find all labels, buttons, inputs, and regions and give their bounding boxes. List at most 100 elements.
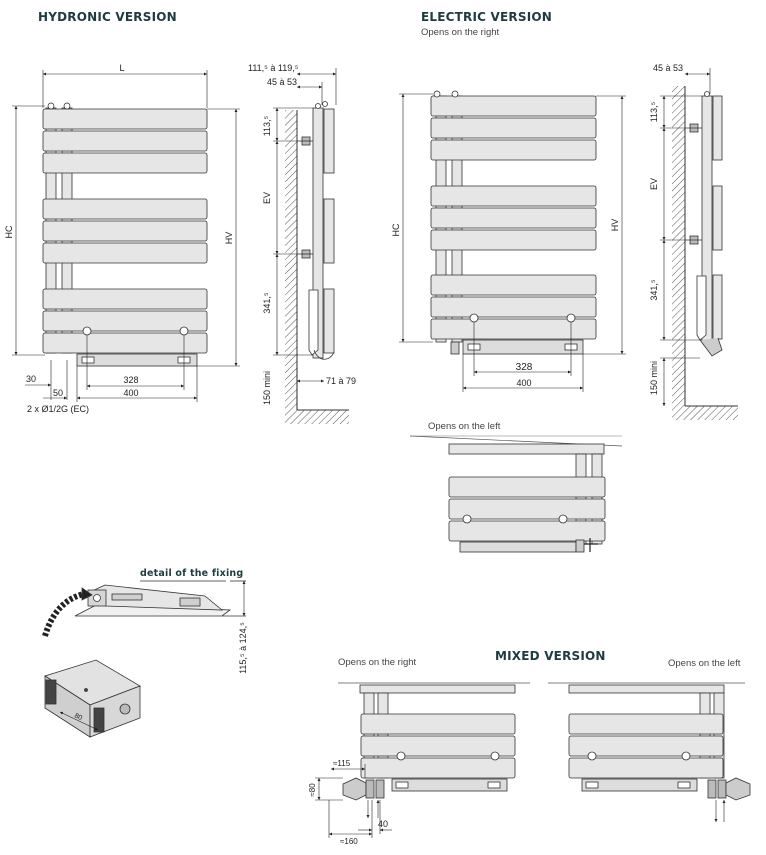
mixed-version-heading: MIXED VERSION	[495, 649, 606, 663]
electric-side-view: 45 à 53 113,⁵ EV 341,⁵ 150 mini	[649, 63, 738, 420]
panel	[430, 274, 597, 296]
mixed-opens-right-caption: Opens on the right	[338, 657, 417, 668]
fixing-point-icon	[558, 514, 568, 524]
panel	[430, 229, 597, 251]
dim-50-label: 50	[53, 388, 63, 398]
dim-71-label: 71 à 79	[326, 376, 356, 386]
panel	[360, 713, 516, 735]
valve-icon	[725, 777, 751, 801]
mixed-left-dimensions	[714, 800, 726, 822]
electric-control-box	[581, 778, 698, 792]
mixed-dim-160-label: ≈160	[340, 837, 358, 846]
electric-dim-341-label: 341,⁵	[649, 279, 659, 301]
fixing-point-icon	[469, 313, 479, 323]
electric-dim-EV-label: EV	[649, 178, 659, 190]
panel	[430, 117, 597, 139]
electric-dim-113-label: 113,⁵	[649, 101, 659, 122]
electric-dim-HV-label: HV	[610, 219, 620, 232]
hydronic-front-view	[42, 102, 208, 367]
valve-icon	[63, 102, 71, 110]
panel	[448, 520, 606, 542]
panel	[42, 198, 208, 220]
panel	[42, 152, 208, 174]
panel-top-edge	[568, 684, 725, 694]
side-panels	[712, 95, 723, 161]
dim-341-label: 341,⁵	[262, 292, 272, 314]
detail-80-label: 80	[73, 712, 83, 722]
panel	[42, 130, 208, 152]
panel	[448, 498, 606, 520]
dim-400-label: 400	[123, 388, 138, 398]
dim-HC-label: HC	[4, 225, 14, 238]
valve-icon	[47, 102, 55, 110]
wall-hatch	[672, 86, 685, 406]
dim-HV-label: HV	[224, 232, 234, 245]
wall-hatch	[285, 110, 297, 410]
mixed-opens-left-view	[548, 682, 751, 801]
electric-control-box	[459, 541, 577, 553]
panel	[568, 713, 724, 735]
electric-dim-HC-label: HC	[391, 223, 401, 236]
electric-opens-left-caption: Opens on the left	[428, 421, 501, 432]
panel-top-edge	[448, 443, 605, 455]
panel	[42, 288, 208, 310]
electric-opens-left-view	[409, 435, 623, 553]
valve-icon	[433, 90, 441, 98]
cable-plug-icon	[575, 539, 585, 553]
hydronic-front-dimensions	[12, 70, 240, 402]
panel	[430, 139, 597, 161]
electric-front-view	[430, 90, 597, 355]
electric-dim-328-label: 328	[516, 362, 533, 373]
panel	[430, 207, 597, 229]
hydronic-front-labels: L HC HV 328 400 30 50 2 x Ø1/2G (EC)	[4, 63, 234, 414]
panel	[360, 735, 516, 757]
panel	[430, 296, 597, 318]
side-panels	[323, 288, 335, 354]
mixed-opens-left-caption: Opens on the left	[668, 658, 741, 669]
dim-113-label: 113,⁵	[262, 115, 272, 136]
dim-30-label: 30	[26, 374, 36, 384]
cable-plug-icon	[450, 341, 460, 355]
electric-dim-400-label: 400	[516, 378, 531, 388]
detail-height-range-label: 115,⁵ à 124,⁵	[238, 622, 248, 674]
fixing-point-icon	[396, 751, 406, 761]
fixing-point-icon	[566, 313, 576, 323]
hydronic-version-heading: HYDRONIC VERSION	[38, 10, 177, 24]
dim-L-label: L	[119, 63, 124, 73]
panel	[42, 332, 208, 354]
panel	[42, 108, 208, 130]
fixing-point-icon	[490, 751, 500, 761]
panel	[568, 757, 724, 779]
electric-dim-150-label: 150 mini	[649, 361, 659, 395]
panel	[42, 310, 208, 332]
dim-150-label: 150 mini	[262, 371, 272, 405]
hydronic-side-view: 111,⁵ à 119,⁵ 45 à 53 113,⁵ EV 341,⁵ 150…	[248, 63, 356, 424]
floor-hatch	[672, 406, 738, 420]
floor-hatch	[285, 410, 349, 424]
dim-wall-range-label: 45 à 53	[267, 77, 297, 87]
side-panels	[323, 198, 335, 264]
panel	[42, 242, 208, 264]
electric-wall-range-label: 45 à 53	[653, 63, 683, 73]
panel	[448, 476, 606, 498]
mixed-dim-40-label: 40	[378, 819, 388, 829]
electric-opens-right-caption: Opens on the right	[421, 27, 500, 38]
panel	[430, 185, 597, 207]
panel	[430, 95, 597, 117]
fixing-point-icon	[587, 751, 597, 761]
fixing-point-icon	[82, 326, 92, 336]
electric-control-box	[391, 778, 508, 792]
electric-front-dimensions	[399, 93, 626, 392]
mixed-opens-right-view	[338, 682, 530, 801]
electric-version-heading: ELECTRIC VERSION	[421, 10, 552, 24]
valve-icon	[342, 777, 367, 801]
detail-fixing-heading: detail of the fixing	[140, 568, 244, 579]
dim-328-label: 328	[123, 375, 138, 385]
fixing-point-icon	[462, 514, 472, 524]
fixing-point-icon	[179, 326, 189, 336]
side-panels	[712, 274, 723, 340]
dim-top-range-label: 111,⁵ à 119,⁵	[248, 63, 299, 73]
connection-label: 2 x Ø1/2G (EC)	[27, 404, 89, 414]
panel-top-edge	[359, 684, 516, 694]
